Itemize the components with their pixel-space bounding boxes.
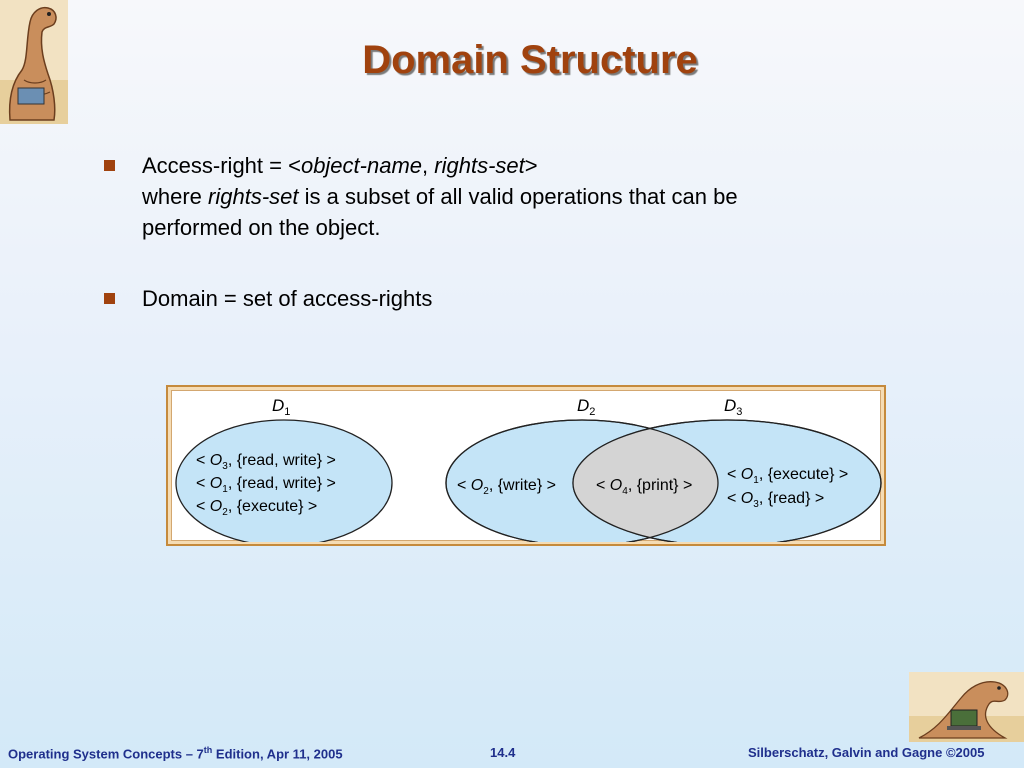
access-right-entry: < O3, {read, write} > <box>196 452 336 472</box>
footer-book-title: Operating System Concepts – 7th Edition,… <box>8 745 343 761</box>
text-span: Access-right = < <box>142 153 301 178</box>
bullet-line: Domain = set of access-rights <box>142 286 433 311</box>
domain-venn-diagram: D1 D2 D3 < O3, {read, write} > < O1, {re… <box>175 396 882 542</box>
access-right-entry: < O3, {read} > <box>727 490 824 510</box>
d3-entries: < O1, {execute} > < O3, {read} > <box>727 466 848 510</box>
bullet-line: where rights-set is a subset of all vali… <box>142 181 884 212</box>
d1-entries: < O3, {read, write} > < O1, {read, write… <box>196 452 336 518</box>
domain-d3-outline <box>572 419 882 542</box>
italic-term: rights-set <box>208 184 299 209</box>
domain-label-d1: D1 <box>272 396 290 418</box>
text-span: where <box>142 184 209 209</box>
italic-term: rights-set <box>434 153 525 178</box>
domain-label-d2: D2 <box>577 396 595 418</box>
domain-diagram: D1 D2 D3 < O3, {read, write} > < O1, {re… <box>171 390 882 542</box>
text-span: , <box>422 153 435 178</box>
footer-text: Operating System Concepts – 7 <box>8 746 204 762</box>
slide-title: Domain Structure <box>362 38 698 82</box>
shared-entry: < O4, {print} > <box>596 477 692 497</box>
footer-authors: Silberschatz, Galvin and Gagne ©2005 <box>748 745 985 760</box>
bullet-line: performed on the object. <box>142 215 381 240</box>
bullet-square-icon <box>104 293 115 304</box>
footer-page-number: 14.4 <box>490 745 516 760</box>
text-span: is a subset of all valid operations that… <box>298 184 738 209</box>
domain-overlap-region <box>573 420 718 542</box>
domain-label-d3: D3 <box>724 396 742 418</box>
italic-term: object-name <box>300 153 423 178</box>
dinosaur-logo-top <box>0 0 68 124</box>
bullet-domain: Domain = set of access-rights <box>104 283 884 314</box>
domain-diagram-frame: D1 D2 D3 < O3, {read, write} > < O1, {re… <box>166 385 886 546</box>
bullet-list: Access-right = <object-name, rights-set>… <box>104 150 884 314</box>
access-right-entry: < O1, {read, write} > <box>196 475 336 495</box>
bullet-square-icon <box>104 160 115 171</box>
dinosaur-logo-bottom <box>909 672 1024 742</box>
footer-text: Edition, Apr 11, 2005 <box>212 746 343 762</box>
d2-entry: < O2, {write} > <box>457 477 556 497</box>
bullet-access-right: Access-right = <object-name, rights-set>… <box>104 150 884 243</box>
footer-superscript: th <box>203 745 213 755</box>
text-span: > <box>524 153 538 178</box>
bullet-line: Access-right = <object-name, rights-set> <box>142 150 884 181</box>
domain-d2-outline <box>445 419 719 542</box>
domain-d1-ellipse <box>175 419 393 542</box>
